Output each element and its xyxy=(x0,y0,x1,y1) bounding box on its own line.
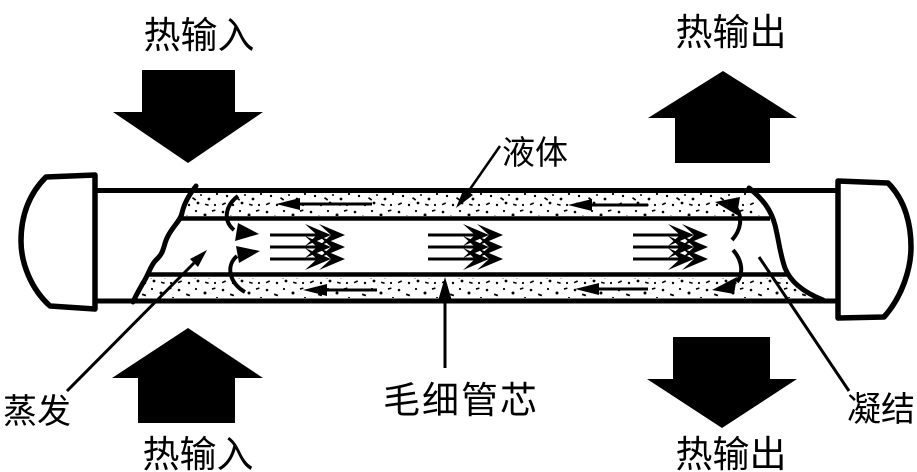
leader-capillary-wick xyxy=(438,277,452,368)
top-wick-layer xyxy=(181,193,766,216)
leader-evaporation xyxy=(65,250,207,393)
condensation-curved-arrowhead-top xyxy=(715,197,740,215)
label-heat-input-bottom: 热输入 xyxy=(143,434,254,472)
right-end-cap xyxy=(835,178,914,321)
leader-condensation xyxy=(757,256,851,392)
label-condensation: 凝结 xyxy=(847,391,915,429)
vapor-flow-arrows-left xyxy=(268,222,347,272)
heat-input-bottom-arrow xyxy=(112,328,263,423)
liquid-return-arrow-bottom-right xyxy=(575,283,648,295)
liquid-return-arrow-bottom-left xyxy=(303,284,377,296)
evaporation-front xyxy=(130,183,199,305)
condensation-front xyxy=(746,185,826,303)
evaporation-curved-arrowhead-bottom xyxy=(236,246,260,263)
heat-output-bottom-arrow xyxy=(647,337,797,428)
condensation-curved-arrowhead-bottom xyxy=(712,277,737,294)
vapor-flow-arrows-center xyxy=(426,222,505,272)
evaporation-curved-arrow-top xyxy=(224,194,240,232)
liquid-return-arrows xyxy=(276,198,648,296)
label-capillary-wick: 毛细管芯 xyxy=(383,380,539,422)
label-liquid: 液体 xyxy=(502,135,568,172)
label-heat-input-top: 热输入 xyxy=(144,15,255,57)
left-end-cap xyxy=(18,172,98,312)
label-heat-output-top: 热输出 xyxy=(676,12,787,54)
evaporation-curved-arrow-bottom xyxy=(228,254,247,294)
leader-liquid xyxy=(456,145,502,208)
bottom-wick-layer xyxy=(136,278,822,298)
liquid-return-arrow-top-right xyxy=(568,199,648,211)
heat-input-top-arrow xyxy=(113,70,263,163)
evaporation-curved-arrowhead-top xyxy=(235,223,259,241)
vapor-flow-arrows-right xyxy=(631,222,710,272)
condensation-curved-arrow-bottom xyxy=(731,248,744,284)
evaporation-curved-arrows xyxy=(224,194,260,294)
label-heat-output-bottom: 热输出 xyxy=(676,434,787,472)
label-evaporation: 蒸发 xyxy=(3,393,71,431)
heat-output-top-arrow xyxy=(648,71,797,163)
liquid-return-arrow-top-left xyxy=(276,198,372,210)
condensation-curved-arrows xyxy=(712,197,744,294)
